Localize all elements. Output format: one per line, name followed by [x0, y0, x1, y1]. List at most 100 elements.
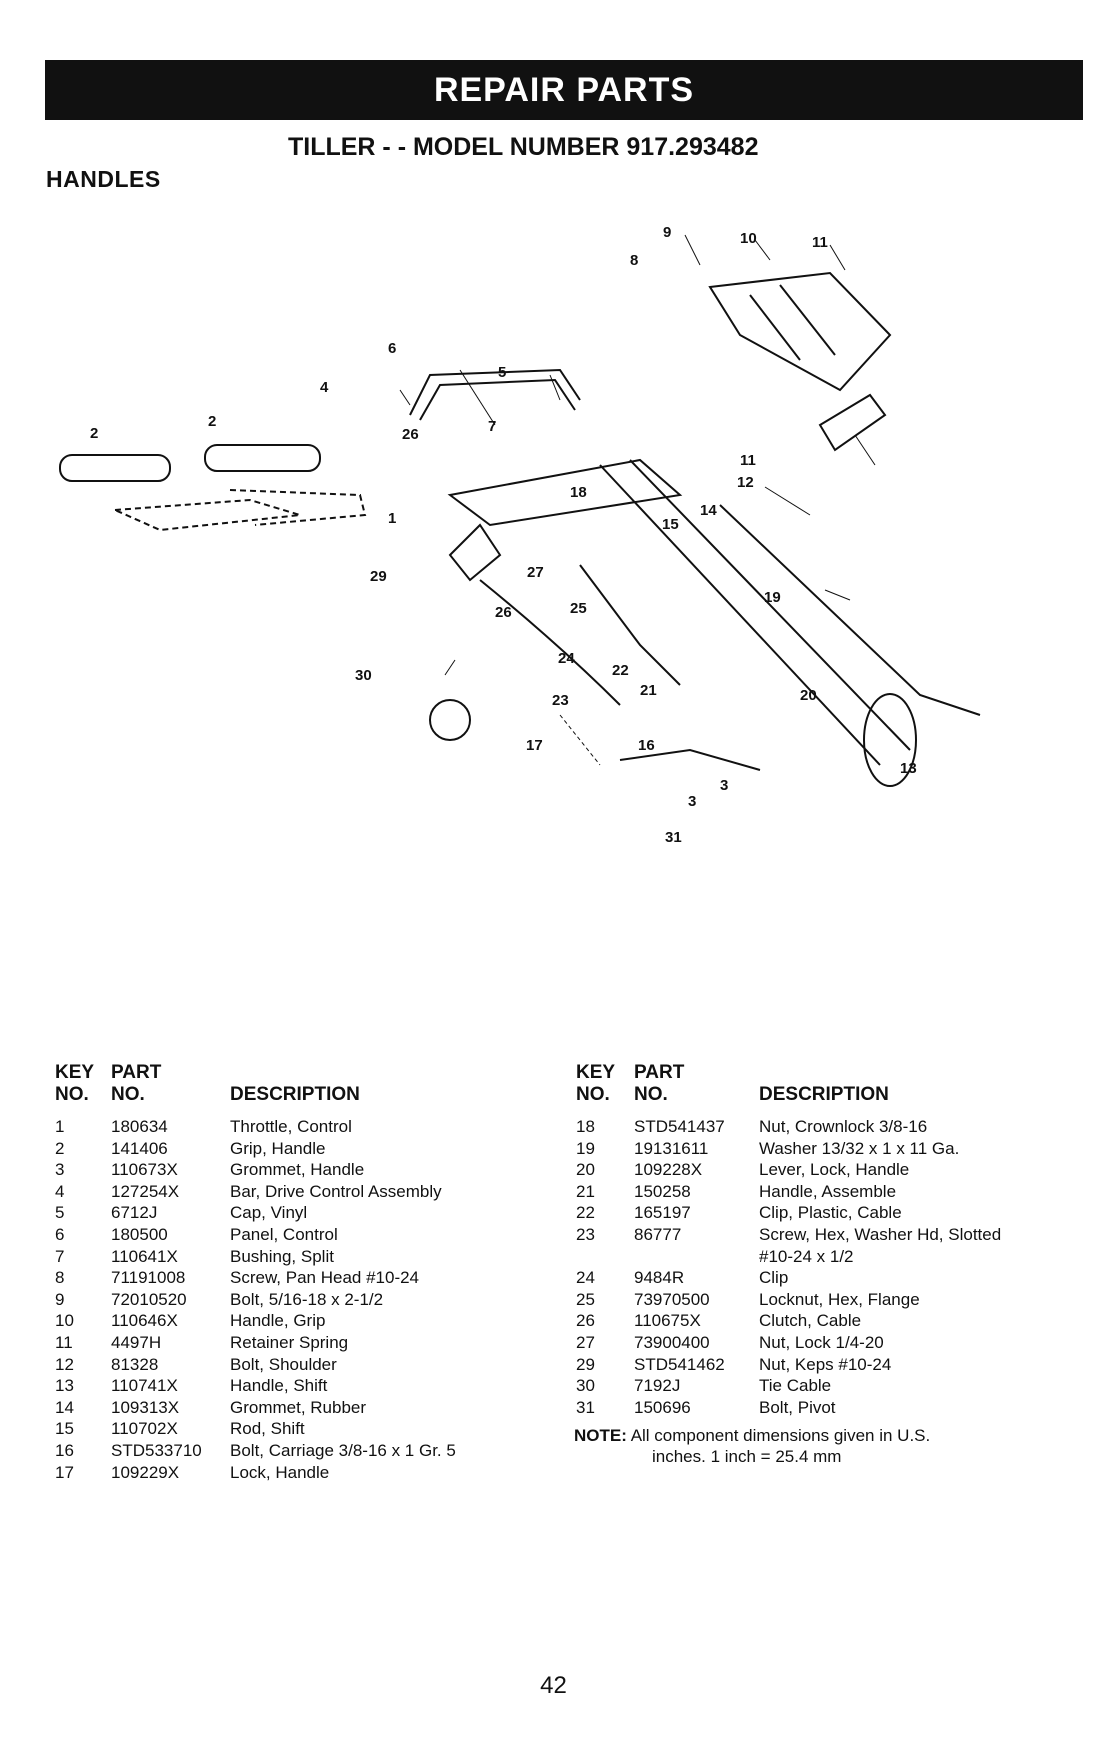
callout-5: 7	[488, 418, 496, 435]
key-no: 16	[55, 1440, 74, 1460]
header-key: KEY	[576, 1062, 616, 1083]
part-no: 110673X	[111, 1160, 178, 1180]
key-no: 31	[576, 1397, 595, 1417]
part-no: 109228X	[634, 1160, 703, 1180]
callout-9: 11	[812, 234, 828, 251]
key-no: 23	[576, 1224, 595, 1244]
callout-3b: 5	[498, 364, 506, 381]
description: Bolt, Pivot	[759, 1397, 836, 1417]
description: Grip, Handle	[230, 1138, 326, 1158]
key-no: 17	[55, 1462, 74, 1482]
header-part-no: NO.	[111, 1084, 145, 1105]
description: Nut, Lock 1/4-20	[759, 1332, 884, 1352]
key-no: 18	[576, 1117, 595, 1136]
key-no: 10	[55, 1311, 74, 1331]
tie-cable-shape	[429, 699, 471, 741]
callout-27: 27	[527, 564, 544, 581]
description: Clip	[759, 1268, 789, 1288]
callout-26b: 26	[495, 604, 512, 621]
key-no: 25	[576, 1289, 595, 1309]
callout-16: 20	[800, 687, 817, 704]
callout-6: 8	[630, 252, 638, 269]
table-row: 10 110646X Handle, Grip	[55, 1310, 535, 1332]
callout-8: 10	[740, 230, 757, 247]
description: Handle, Shift	[230, 1376, 328, 1396]
part-no: 110646X	[111, 1311, 178, 1331]
description: Bolt, Shoulder	[230, 1354, 337, 1374]
lock-lever-shape	[619, 748, 761, 771]
part-no: 109229X	[111, 1462, 180, 1482]
callout-2a: 2	[90, 425, 98, 442]
part-no: 110641X	[111, 1246, 178, 1266]
key-no: 14	[55, 1397, 74, 1417]
callout-1: 1	[388, 510, 396, 527]
callout-17: 3	[720, 777, 728, 794]
description: Grommet, Handle	[230, 1160, 365, 1180]
description: Throttle, Control	[230, 1117, 352, 1136]
description: Handle, Grip	[230, 1311, 326, 1331]
callout-19: 16	[638, 737, 655, 754]
part-no: 180634	[111, 1117, 168, 1136]
description: Bolt, Carriage 3/8-16 x 1 Gr. 5	[230, 1440, 456, 1460]
part-no: 71191008	[111, 1268, 186, 1288]
shift-rod-shape	[719, 504, 981, 716]
grip-left-shape	[59, 454, 171, 482]
callout-11a: 12	[737, 474, 754, 491]
grip-right-shape	[204, 444, 321, 472]
drive-control-bar-shape	[409, 368, 581, 416]
part-no: 127254X	[111, 1181, 180, 1201]
key-no: 20	[576, 1160, 595, 1180]
key-no: 5	[55, 1203, 65, 1223]
header-description: DESCRIPTION	[230, 1084, 360, 1105]
part-no: 109313X	[111, 1397, 180, 1417]
callout-11b: 13	[900, 760, 917, 777]
key-no: 13	[55, 1376, 74, 1396]
callout-30: 30	[355, 667, 372, 684]
key-no: 24	[576, 1268, 595, 1288]
description: Rod, Shift	[230, 1419, 305, 1439]
part-no: 73970500	[634, 1289, 710, 1309]
description: Grommet, Rubber	[230, 1397, 367, 1417]
part-no: STD541462	[634, 1354, 725, 1374]
key-no: 11	[55, 1332, 73, 1352]
key-no: 19	[576, 1138, 595, 1158]
handle-tube-shape	[599, 464, 881, 766]
key-no: 22	[576, 1203, 595, 1223]
callout-7: 9	[663, 225, 671, 241]
table-row: 14 109313X Grommet, Rubber	[55, 1397, 535, 1419]
header-no: NO.	[55, 1084, 89, 1105]
part-no: 141406	[111, 1138, 168, 1158]
part-no: 7192J	[634, 1376, 681, 1396]
description: #10-24 x 1/2	[759, 1246, 854, 1266]
callout-13: 15	[662, 516, 679, 533]
part-no: 9484R	[634, 1268, 685, 1288]
part-no: 150696	[634, 1397, 691, 1417]
description: Screw, Pan Head #10-24	[230, 1268, 420, 1288]
part-no: 86777	[634, 1224, 682, 1244]
key-no: 9	[55, 1289, 65, 1309]
part-no: 4497H	[111, 1332, 162, 1352]
header-part-no: NO.	[634, 1084, 668, 1105]
table-row: 31 150696 Bolt, Pivot	[576, 1397, 1076, 1419]
part-no: 165197	[634, 1203, 691, 1223]
description: Cap, Vinyl	[230, 1203, 308, 1223]
key-no: 6	[55, 1224, 65, 1244]
callout-2b: 2	[208, 413, 216, 430]
key-no: 21	[576, 1181, 595, 1201]
key-no: 12	[55, 1354, 74, 1374]
handle-grip-shape	[818, 393, 887, 452]
